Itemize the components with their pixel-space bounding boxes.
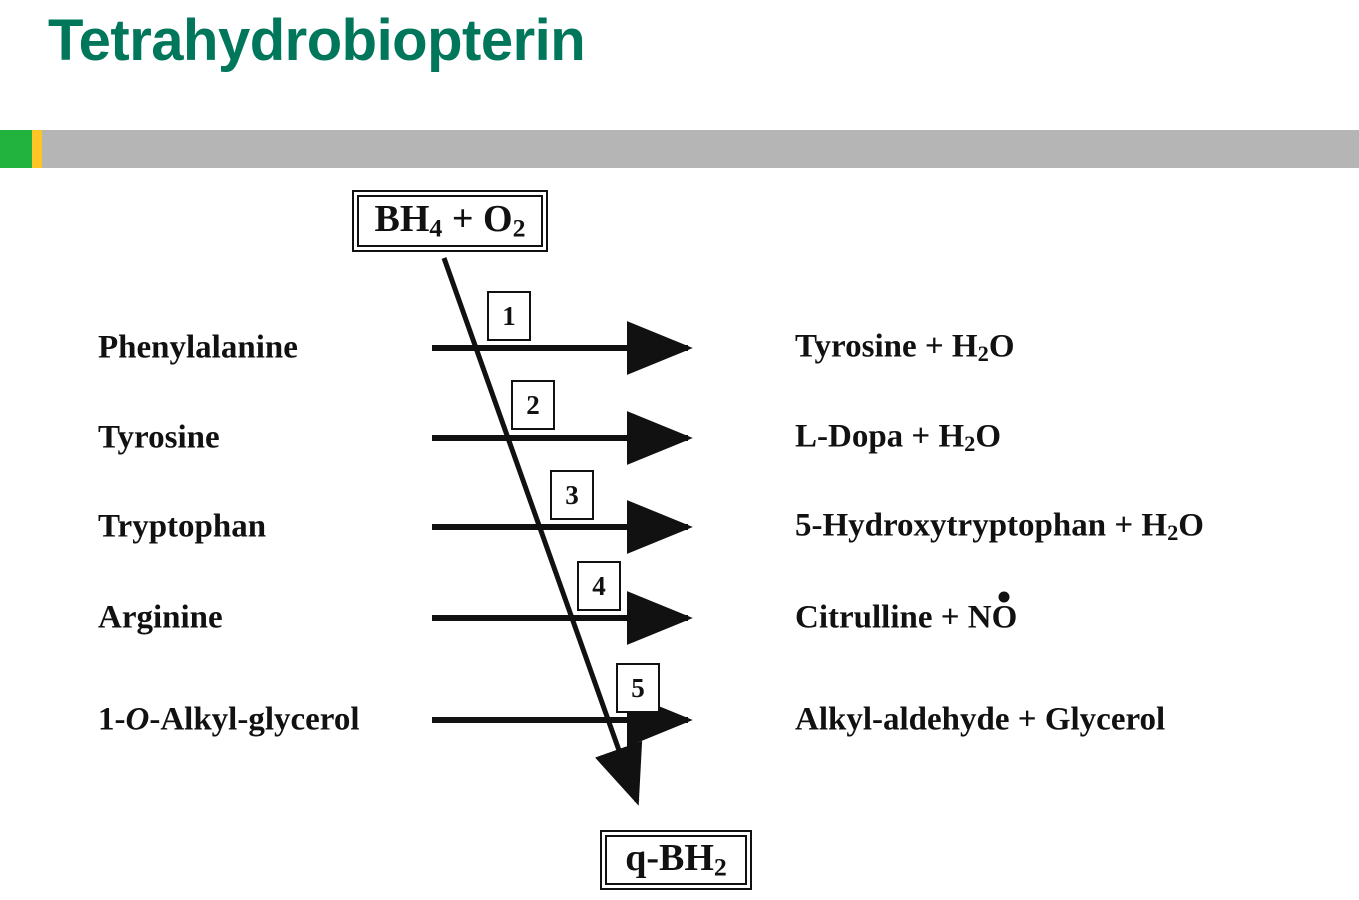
enzyme-box-3: 3 — [550, 470, 594, 520]
enzyme-box-2: 2 — [511, 380, 555, 430]
substrate-label-5: 1-O-Alkyl-glycerol — [98, 701, 360, 738]
substrate-label-2: Tyrosine — [98, 419, 220, 456]
diagram-arrows-layer — [432, 257, 693, 806]
product-label-1: Tyrosine + H2O — [795, 328, 1015, 367]
product-label-4: Citrulline + NO — [795, 591, 1017, 635]
accent-segment-gray — [42, 130, 1359, 168]
cofactor-input-label: BH4 + O2 — [374, 198, 526, 243]
accent-segment-green — [0, 130, 32, 168]
substrate-5-prefix: 1- — [98, 701, 126, 738]
pathway-diagram: BH4 + O2 q-BH2 1 2 3 4 5 Phenylalanine T… — [0, 168, 1359, 900]
cofactor-conversion-arrow — [441, 257, 643, 806]
cofactor-output-box-inner: q-BH2 — [605, 835, 747, 885]
enzyme-box-4: 4 — [577, 561, 621, 611]
enzyme-box-5: 5 — [616, 663, 660, 713]
cofactor-input-box: BH4 + O2 — [352, 190, 548, 252]
nitric-oxide-radical: O — [992, 591, 1017, 635]
product-label-5: Alkyl-aldehyde + Glycerol — [795, 701, 1166, 738]
substrate-5-suffix: -Alkyl-glycerol — [149, 701, 360, 738]
substrate-5-italic-o: O — [125, 701, 150, 738]
product-label-2: L-Dopa + H2O — [795, 418, 1002, 457]
accent-segment-yellow — [32, 130, 42, 168]
substrate-label-1: Phenylalanine — [98, 329, 298, 366]
substrate-label-3: Tryptophan — [98, 508, 267, 545]
substrate-label-4: Arginine — [98, 599, 223, 636]
radical-dot-icon — [998, 591, 1010, 603]
cofactor-output-label: q-BH2 — [625, 837, 727, 882]
cofactor-output-box: q-BH2 — [600, 830, 752, 890]
enzyme-box-1: 1 — [487, 291, 531, 341]
accent-divider-bar — [0, 130, 1359, 168]
cofactor-input-box-inner: BH4 + O2 — [357, 195, 543, 247]
page-title: Tetrahydrobiopterin — [48, 8, 586, 73]
product-label-3: 5-Hydroxytryptophan + H2O — [795, 507, 1204, 546]
